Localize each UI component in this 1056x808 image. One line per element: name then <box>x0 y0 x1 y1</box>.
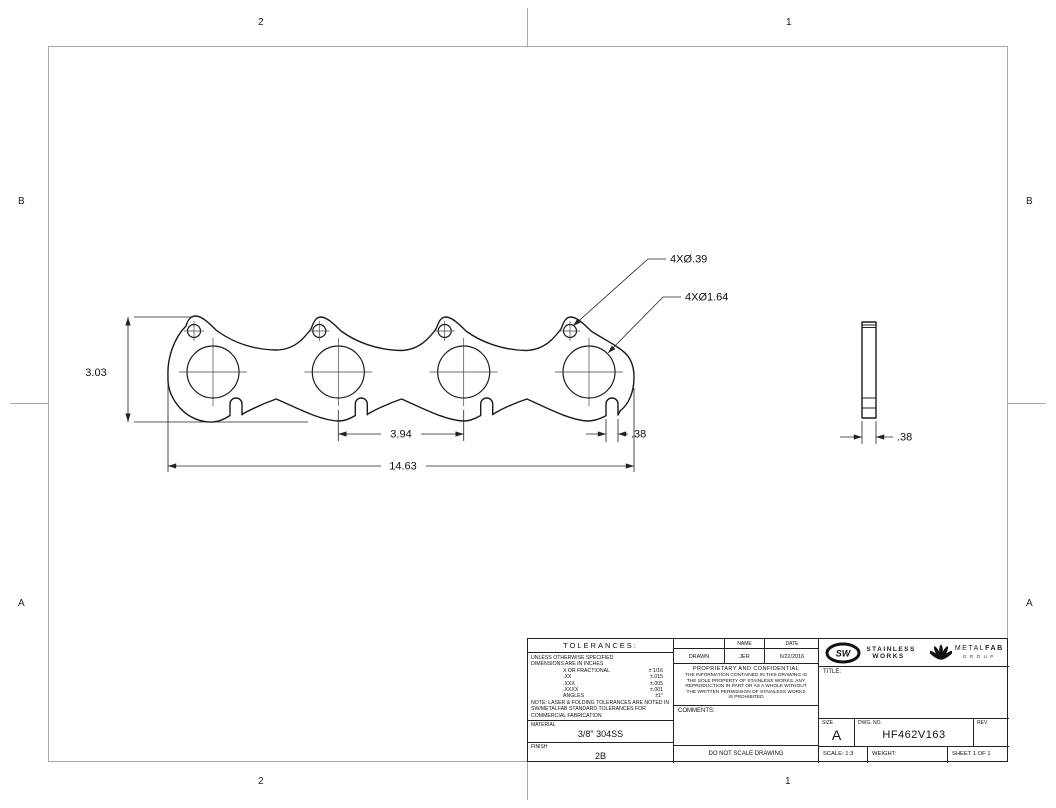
metal-text: METAL <box>954 644 986 652</box>
tolerance-row: ANGLES ±1° <box>563 693 663 700</box>
sheet-cell: SHEET 1 OF 1 <box>947 747 1009 763</box>
tolerance-row: .XXX ±.005 <box>563 680 663 687</box>
gasket-outline <box>167 315 635 423</box>
tolerance-line: DIMENSIONS ARE IN INCHES <box>531 661 604 668</box>
dim-port-spacing: 3.94 <box>337 410 465 441</box>
dim-slot-width: .38 <box>586 419 646 442</box>
callout-bolt-holes: 4XØ.39 <box>572 254 707 327</box>
approvals-table: NAME DATE DRAWN JER 6/22/2016 <box>673 639 819 664</box>
zone-label-top-2: 2 <box>258 17 264 28</box>
dim-thickness-text: .38 <box>897 432 912 444</box>
group-text: GROUP <box>962 653 997 659</box>
proprietary-notice: PROPRIETARY AND CONFIDENTIAL THE INFORMA… <box>673 664 818 706</box>
comments-label: COMMENTS: <box>678 708 715 714</box>
comments-cell: COMMENTS: <box>673 706 818 746</box>
dim-slot-width-text: .38 <box>631 429 646 441</box>
tolerance-note: NOTE: LASER & FOLDING TOLERANCES ARE NOT… <box>531 699 670 706</box>
zone-label-left-a: A <box>18 598 25 609</box>
dwg-no-cell: DWG. NO. HF462V163 <box>854 719 973 747</box>
zone-tick-bottom <box>527 762 528 800</box>
tolerance-line: UNLESS OTHERWISE SPECIFIED <box>531 655 614 661</box>
rev-cell: REV <box>973 719 1009 747</box>
material-label: MATERIAL <box>531 722 556 728</box>
callout-ports: 4XØ1.64 <box>607 292 728 354</box>
tolerance-note: COMMERCIAL FABRICATION <box>531 712 602 719</box>
tolerances-body: UNLESS OTHERWISE SPECIFIED DIMENSIONS AR… <box>528 653 673 721</box>
finish-value: 2B <box>594 751 606 761</box>
zone-label-top-1: 1 <box>786 17 792 28</box>
material-cell: MATERIAL 3/8" 304SS <box>528 721 673 743</box>
port-circles <box>186 345 616 399</box>
drawn-date: 6/22/2016 <box>764 649 819 664</box>
callout-bolt-holes-text: 4XØ.39 <box>670 254 707 266</box>
size-label: SIZE <box>822 720 834 726</box>
rev-label: REV <box>977 720 988 726</box>
finish-label: FINISH <box>531 744 548 750</box>
tolerance-note: SW/METALFAB STANDARD TOLERANCES FOR <box>531 706 646 713</box>
weight-label: WEIGHT: <box>872 751 897 757</box>
sheet-value: SHEET 1 OF 1 <box>952 751 991 757</box>
name-header: NAME <box>724 639 764 649</box>
tolerance-row: .XX ±.015 <box>563 674 663 681</box>
fab-text: FAB <box>985 644 1004 652</box>
scale-value: SCALE: 1:3 <box>823 751 854 757</box>
zone-label-left-b: B <box>18 196 25 207</box>
drawn-name: JER <box>724 649 764 664</box>
zone-tick-right <box>1008 403 1046 404</box>
port-centerlines <box>179 338 623 406</box>
tolerance-row: X OR FRACTIONAL ± 1/16 <box>563 667 663 674</box>
weight-cell: WEIGHT: <box>867 747 947 763</box>
stainless-text: STAINLESS <box>866 645 916 653</box>
title-label: TITLE: <box>823 669 842 675</box>
sw-oval-icon: SW <box>825 642 861 663</box>
drawn-label: DRAWN <box>688 653 710 660</box>
stainless-works-logo: SW STAINLESS WORKS <box>824 642 916 664</box>
tolerance-row: .XXXX ±.001 <box>563 687 663 694</box>
title-cell: TITLE: <box>818 667 1009 719</box>
zone-tick-left <box>10 403 48 404</box>
dim-port-spacing-text: 3.94 <box>390 429 411 441</box>
metalfab-fan-icon <box>929 644 952 660</box>
zone-label-right-b: B <box>1026 196 1033 207</box>
zone-tick-top <box>527 8 528 46</box>
tolerances-header: TOLERANCES: <box>528 639 673 653</box>
works-text: WORKS <box>872 652 905 660</box>
approvals-blank <box>674 639 724 649</box>
zone-label-right-a: A <box>1026 598 1033 609</box>
dim-height-text: 3.03 <box>85 367 106 379</box>
metalfab-logo: METALFAB GROUP <box>929 642 1004 664</box>
no-scale-note: DO NOT SCALE DRAWING <box>673 746 818 763</box>
dwg-no-label: DWG. NO. <box>858 720 882 726</box>
zone-label-bottom-2: 2 <box>258 776 264 787</box>
zone-label-bottom-1: 1 <box>785 776 791 787</box>
finish-cell: FINISH 2B <box>528 743 673 763</box>
bolt-hole-circles <box>184 321 580 341</box>
proprietary-header: PROPRIETARY AND CONFIDENTIAL <box>692 666 800 672</box>
dim-thickness: .38 <box>840 421 912 444</box>
gasket-front-view <box>167 315 635 423</box>
date-header: DATE <box>764 639 819 649</box>
scale-cell: SCALE: 1:3 <box>818 747 867 763</box>
dim-overall-length: 14.63 <box>167 384 635 473</box>
dimensions: 3.03 3.94 .38 14.63 <box>85 254 912 473</box>
title-block: TOLERANCES: UNLESS OTHERWISE SPECIFIED D… <box>527 638 1009 763</box>
dim-overall-length-text: 14.63 <box>389 461 417 473</box>
callout-ports-text: 4XØ1.64 <box>685 292 728 304</box>
dim-height: 3.03 <box>85 316 308 423</box>
sw-monogram: SW <box>836 648 852 658</box>
size-cell: SIZE A <box>818 719 854 747</box>
size-value: A <box>831 727 842 743</box>
logos-cell: SW STAINLESS WORKS <box>818 639 1009 667</box>
material-value: 3/8" 304SS <box>577 729 624 739</box>
dwg-no-value: HF462V163 <box>882 729 946 741</box>
gasket-side-view <box>861 321 877 419</box>
